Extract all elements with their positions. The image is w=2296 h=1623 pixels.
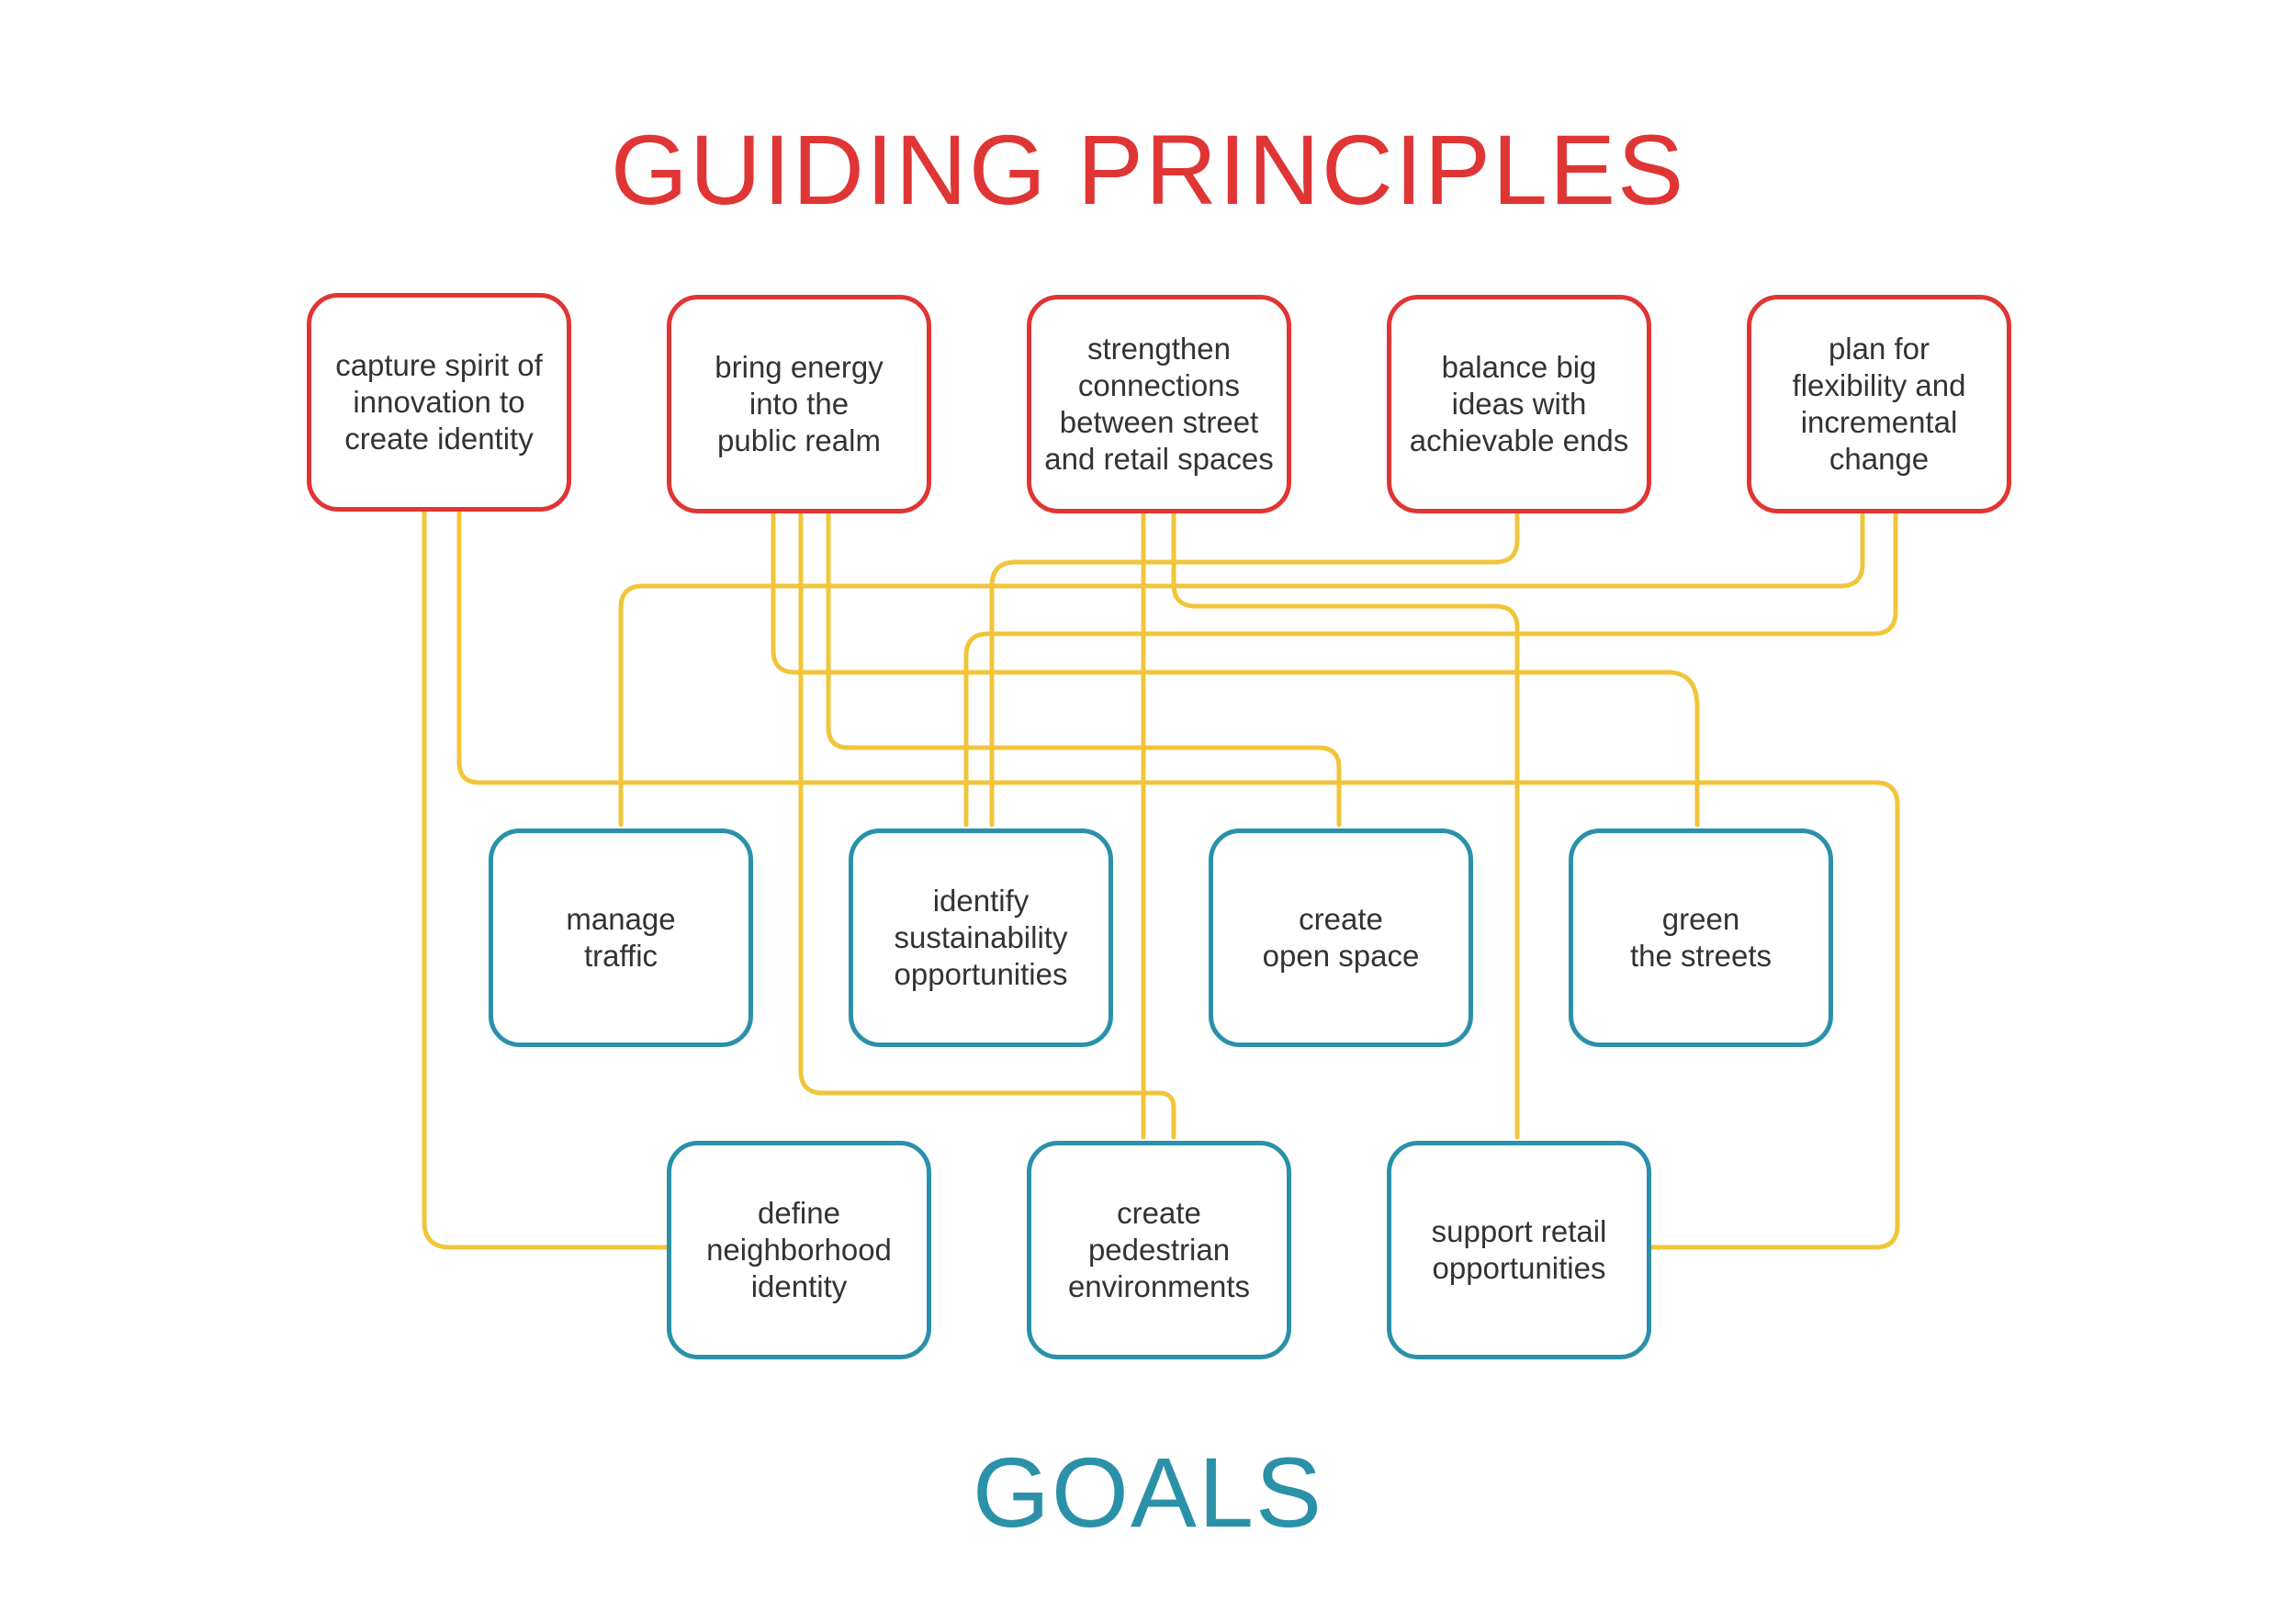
principle-strengthen-connections: strengthen connections between street an… — [1027, 295, 1291, 513]
guiding-principles-title: GUIDING PRINCIPLES — [610, 114, 1686, 225]
goal-label: create pedestrian environments — [1067, 1196, 1251, 1303]
goal-label: support retail opportunities — [1431, 1214, 1607, 1285]
link-p3-g7 — [1171, 509, 1520, 1140]
link-p2-g6 — [798, 509, 1176, 1140]
goal-label: green the streets — [1629, 902, 1773, 973]
goal-label: define neighborhood identity — [706, 1196, 892, 1303]
link-p5-g1 — [618, 509, 1865, 828]
goal-create-pedestrian-environments: create pedestrian environments — [1027, 1141, 1291, 1359]
goal-support-retail-opportunities: support retail opportunities — [1387, 1141, 1651, 1359]
goal-identify-sustainability-opportunities: identify sustainability opportunities — [849, 828, 1113, 1047]
principle-label: strengthen connections between street an… — [1044, 332, 1274, 476]
goal-label: create open space — [1262, 902, 1420, 973]
goal-define-neighborhood-identity: define neighborhood identity — [667, 1141, 931, 1359]
link-p2-g4 — [771, 509, 1700, 828]
principle-label: capture spirit of innovation to create i… — [335, 348, 543, 456]
principle-label: bring energy into the public realm — [715, 350, 884, 457]
principle-capture-spirit-of-innovation: capture spirit of innovation to create i… — [307, 293, 571, 512]
link-p4-g2 — [989, 509, 1520, 828]
goals-title: GOALS — [972, 1437, 1324, 1548]
link-p5-g2 — [963, 509, 1898, 828]
principle-label: plan for flexibility and incremental cha… — [1792, 332, 1966, 476]
goal-label: manage traffic — [566, 902, 676, 973]
link-p2-g3 — [826, 509, 1342, 828]
principle-bring-energy-public-realm: bring energy into the public realm — [667, 295, 931, 513]
principle-plan-for-flexibility: plan for flexibility and incremental cha… — [1747, 295, 2011, 513]
goal-label: identify sustainability opportunities — [894, 884, 1068, 991]
goal-manage-traffic: manage traffic — [489, 828, 753, 1047]
link-p1-g5 — [422, 507, 670, 1250]
principle-balance-big-ideas: balance big ideas with achievable ends — [1387, 295, 1651, 513]
principle-label: balance big ideas with achievable ends — [1409, 350, 1629, 457]
link-p1-g7 — [456, 507, 1900, 1250]
goal-green-the-streets: green the streets — [1569, 828, 1833, 1047]
goal-create-open-space: create open space — [1209, 828, 1473, 1047]
